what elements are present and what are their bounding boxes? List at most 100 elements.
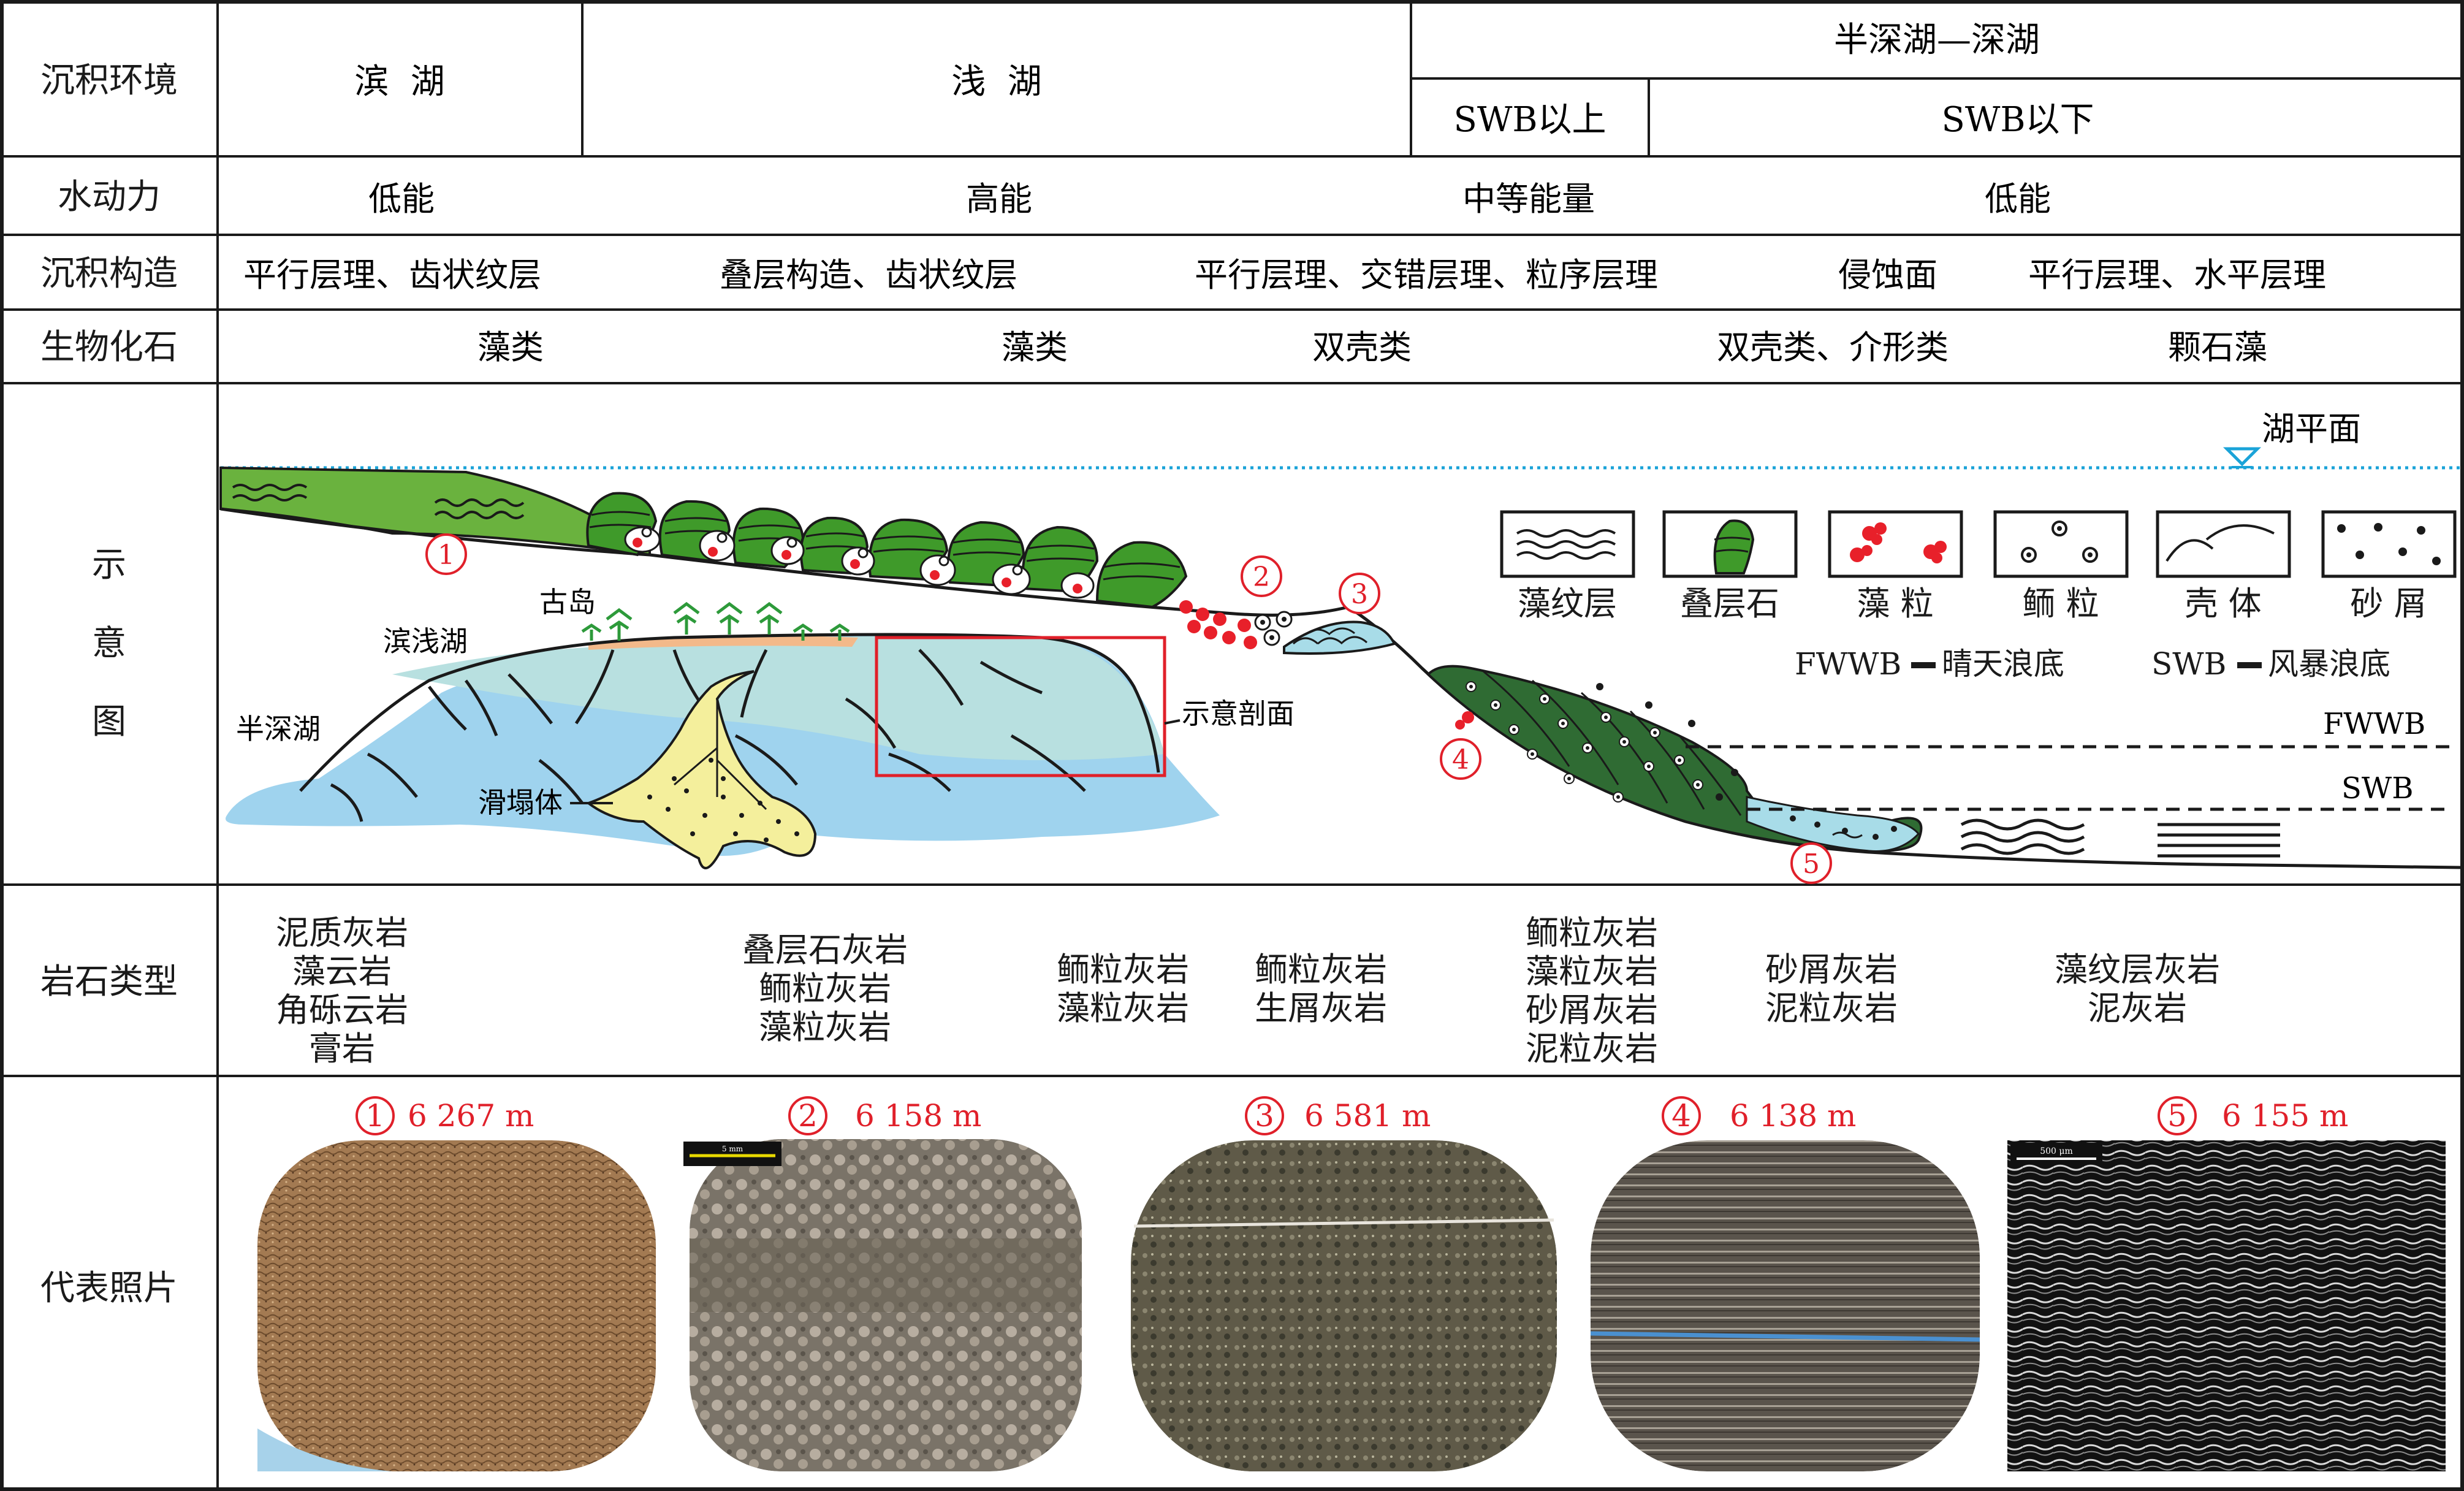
header-fossil: 生物化石	[40, 327, 178, 367]
header-photo: 代表照片	[40, 1268, 178, 1308]
photo-4-core	[1590, 1140, 1980, 1471]
structure-5: 平行层理、水平层理	[2028, 256, 2326, 294]
legend-label-3: 藻 粒	[1857, 584, 1933, 623]
rock-5-3: 砂屑灰岩	[1526, 991, 1658, 1029]
fwwb-label: FWWB	[2323, 707, 2425, 741]
hydro-4: 低能	[1985, 180, 2051, 218]
photo-2-num: 2	[798, 1098, 818, 1134]
rock-5-4: 泥粒灰岩	[1526, 1029, 1658, 1068]
photo-1-num: 1	[365, 1098, 385, 1134]
legend-ooid-icon	[2021, 521, 2098, 563]
island-label: 古岛	[539, 585, 596, 619]
schematic-diagram: 湖平面	[219, 410, 2462, 884]
photo-1-depth: 6 267 m	[408, 1098, 534, 1134]
swb-label: SWB	[2341, 771, 2414, 806]
env-coastal: 滨 湖	[354, 62, 445, 102]
island-inset: 示意剖面 古岛 滨浅湖 半深湖 滑塌体	[226, 585, 1295, 869]
lake-level-marker	[2223, 447, 2262, 467]
algal-mat-waves	[232, 484, 525, 519]
grain-shoal	[1179, 600, 1293, 649]
rock-7-2: 泥灰岩	[2088, 989, 2187, 1028]
schematic-markers: 1 2 3 4 5	[425, 533, 1832, 884]
rock-4-1: 鲕粒灰岩	[1255, 950, 1387, 989]
legend-label-1: 藻纹层	[1518, 584, 1617, 623]
section-label: 示意剖面	[1182, 697, 1295, 730]
slope-grainflow	[1426, 665, 1923, 853]
photo-1-core	[257, 1140, 656, 1471]
legend-shell-icon	[2166, 524, 2275, 562]
header-rock: 岩石类型	[40, 962, 178, 1002]
environment-row: 滨 湖 浅 湖 半深湖—深湖 SWB以上 SWB以下	[354, 20, 2094, 140]
photo-4-depth: 6 138 m	[1730, 1098, 1856, 1134]
photo-3-depth: 6 581 m	[1304, 1098, 1431, 1134]
rock-3-2: 藻粒灰岩	[1057, 989, 1189, 1028]
hydro-2: 高能	[966, 180, 1032, 218]
fossil-2: 藻类	[1002, 328, 1068, 367]
legend-label-5: 壳 体	[2185, 584, 2261, 623]
marker-5: 5	[1803, 848, 1820, 880]
photo-2-core: 5 mm	[683, 1139, 1082, 1471]
photo-5-thin-section: 500 μm	[2007, 1140, 2446, 1471]
legend-swb-text: 风暴浪底	[2268, 646, 2390, 682]
env-above-swb: SWB以上	[1453, 100, 1606, 140]
shell-mound	[1283, 620, 1396, 655]
structure-1: 平行层理、齿状纹层	[243, 256, 541, 294]
photo-2-scale-bar	[683, 1142, 781, 1166]
marker-1: 1	[438, 540, 455, 571]
hydro-3: 中等能量	[1462, 180, 1595, 218]
header-schematic-3: 图	[92, 702, 126, 742]
header-env: 沉积环境	[40, 61, 178, 101]
rock-7-1: 藻纹层灰岩	[2055, 950, 2220, 989]
structure-3: 平行层理、交错层理、粒序层理	[1195, 256, 1658, 294]
photo-4-num: 4	[1671, 1098, 1691, 1134]
fossil-1: 藻类	[477, 328, 544, 367]
header-schematic-1: 示	[92, 545, 126, 585]
legend-algal-grain-icon	[1850, 522, 1947, 563]
algal-mat-shore	[219, 466, 651, 557]
legend-algal-laminae-icon	[1516, 529, 1616, 560]
legend: 藻纹层 叠层石 藻 粒 鲕 粒 壳 体 砂 屑 FWWB 晴天浪底 SWB 风暴…	[1500, 510, 2457, 682]
slump-body	[585, 670, 817, 869]
rock-6-2: 泥粒灰岩	[1765, 989, 1898, 1028]
photo-2-scale: 5 mm	[722, 1145, 743, 1153]
rock-2-1: 叠层石灰岩	[742, 931, 908, 969]
structure-2: 叠层构造、齿状纹层	[720, 256, 1017, 294]
rock-1-2: 藻云岩	[292, 952, 392, 991]
env-shallow: 浅 湖	[951, 62, 1042, 102]
row-headers: 沉积环境 水动力 沉积构造 生物化石 示 意 图 岩石类型 代表照片	[40, 61, 178, 1308]
marker-4: 4	[1452, 744, 1469, 776]
photo-3-num: 3	[1255, 1098, 1274, 1134]
rock-1-1: 泥质灰岩	[276, 913, 408, 952]
fossils-row: 藻类 藻类 双壳类 双壳类、介形类 颗石藻	[477, 328, 2267, 367]
legend-swb-code: SWB	[2151, 646, 2226, 682]
semi-deep-label: 半深湖	[236, 712, 321, 746]
fossil-5: 颗石藻	[2168, 328, 2267, 367]
legend-fwwb-code: FWWB	[1795, 646, 1901, 682]
photo-3-core	[1131, 1140, 1557, 1471]
legend-sand-debris-icon	[2337, 523, 2441, 565]
photo-5-num: 5	[2167, 1098, 2187, 1134]
rock-3-1: 鲕粒灰岩	[1057, 950, 1189, 989]
coastal-shallow-label: 滨浅湖	[383, 625, 468, 658]
photos-row: 1 6 267 m 2 6 158 m 3 6 581 m 4 6 138 m …	[257, 1096, 2446, 1471]
slump-label: 滑塌体	[478, 786, 563, 819]
rock-1-4: 膏岩	[309, 1029, 375, 1068]
rock-5-2: 藻粒灰岩	[1526, 952, 1658, 991]
fossil-4: 双壳类、介形类	[1717, 328, 1949, 367]
env-semi-deep: 半深湖—深湖	[1834, 20, 2040, 60]
rock-6-1: 砂屑灰岩	[1765, 950, 1898, 989]
structures-row: 平行层理、齿状纹层 叠层构造、齿状纹层 平行层理、交错层理、粒序层理 侵蚀面 平…	[243, 256, 2326, 294]
interbuildup-grains	[624, 526, 1095, 599]
hydro-1: 低能	[368, 180, 435, 218]
structure-4: 侵蚀面	[1838, 256, 1937, 294]
photo-2-depth: 6 158 m	[855, 1098, 981, 1134]
deep-laminae	[1960, 818, 2280, 858]
rock-2-3: 藻粒灰岩	[759, 1008, 891, 1047]
section-box	[875, 636, 1166, 777]
header-schematic-2: 意	[92, 623, 126, 663]
rock-2-2: 鲕粒灰岩	[759, 969, 891, 1008]
island-trees	[581, 601, 850, 641]
legend-label-4: 鲕 粒	[2022, 584, 2099, 623]
